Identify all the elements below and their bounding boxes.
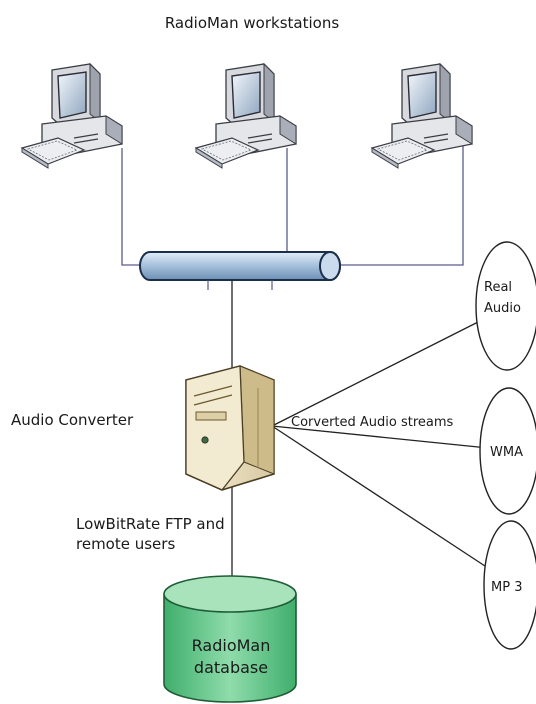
radioman-database: RadioMan database bbox=[163, 575, 297, 703]
format-mp3-label: MP 3 bbox=[491, 580, 522, 595]
streams-label: Corverted Audio streams bbox=[291, 415, 454, 430]
lowbitrate-label-line2: remote users bbox=[76, 535, 175, 553]
audio-converter-server bbox=[185, 365, 275, 491]
workstation-links bbox=[121, 145, 464, 266]
format-real-audio: Real Audio bbox=[475, 241, 536, 371]
format-wma: WMA bbox=[479, 387, 536, 515]
workstation-center bbox=[195, 63, 297, 169]
format-mp3: MP 3 bbox=[483, 520, 536, 650]
network-bus bbox=[139, 251, 341, 290]
database-label-line1: RadioMan bbox=[192, 636, 271, 655]
format-real-audio-line2: Audio bbox=[484, 301, 521, 316]
stream-lines bbox=[271, 317, 489, 569]
format-wma-label: WMA bbox=[490, 445, 523, 460]
title-label: RadioMan workstations bbox=[165, 14, 339, 32]
database-label-line2: database bbox=[194, 658, 268, 677]
lowbitrate-label-line1: LowBitRate FTP and bbox=[76, 515, 225, 533]
workstation-right bbox=[371, 63, 473, 169]
audio-converter-label: Audio Converter bbox=[11, 411, 134, 429]
format-real-audio-line1: Real bbox=[484, 280, 512, 295]
workstation-left bbox=[21, 63, 123, 169]
